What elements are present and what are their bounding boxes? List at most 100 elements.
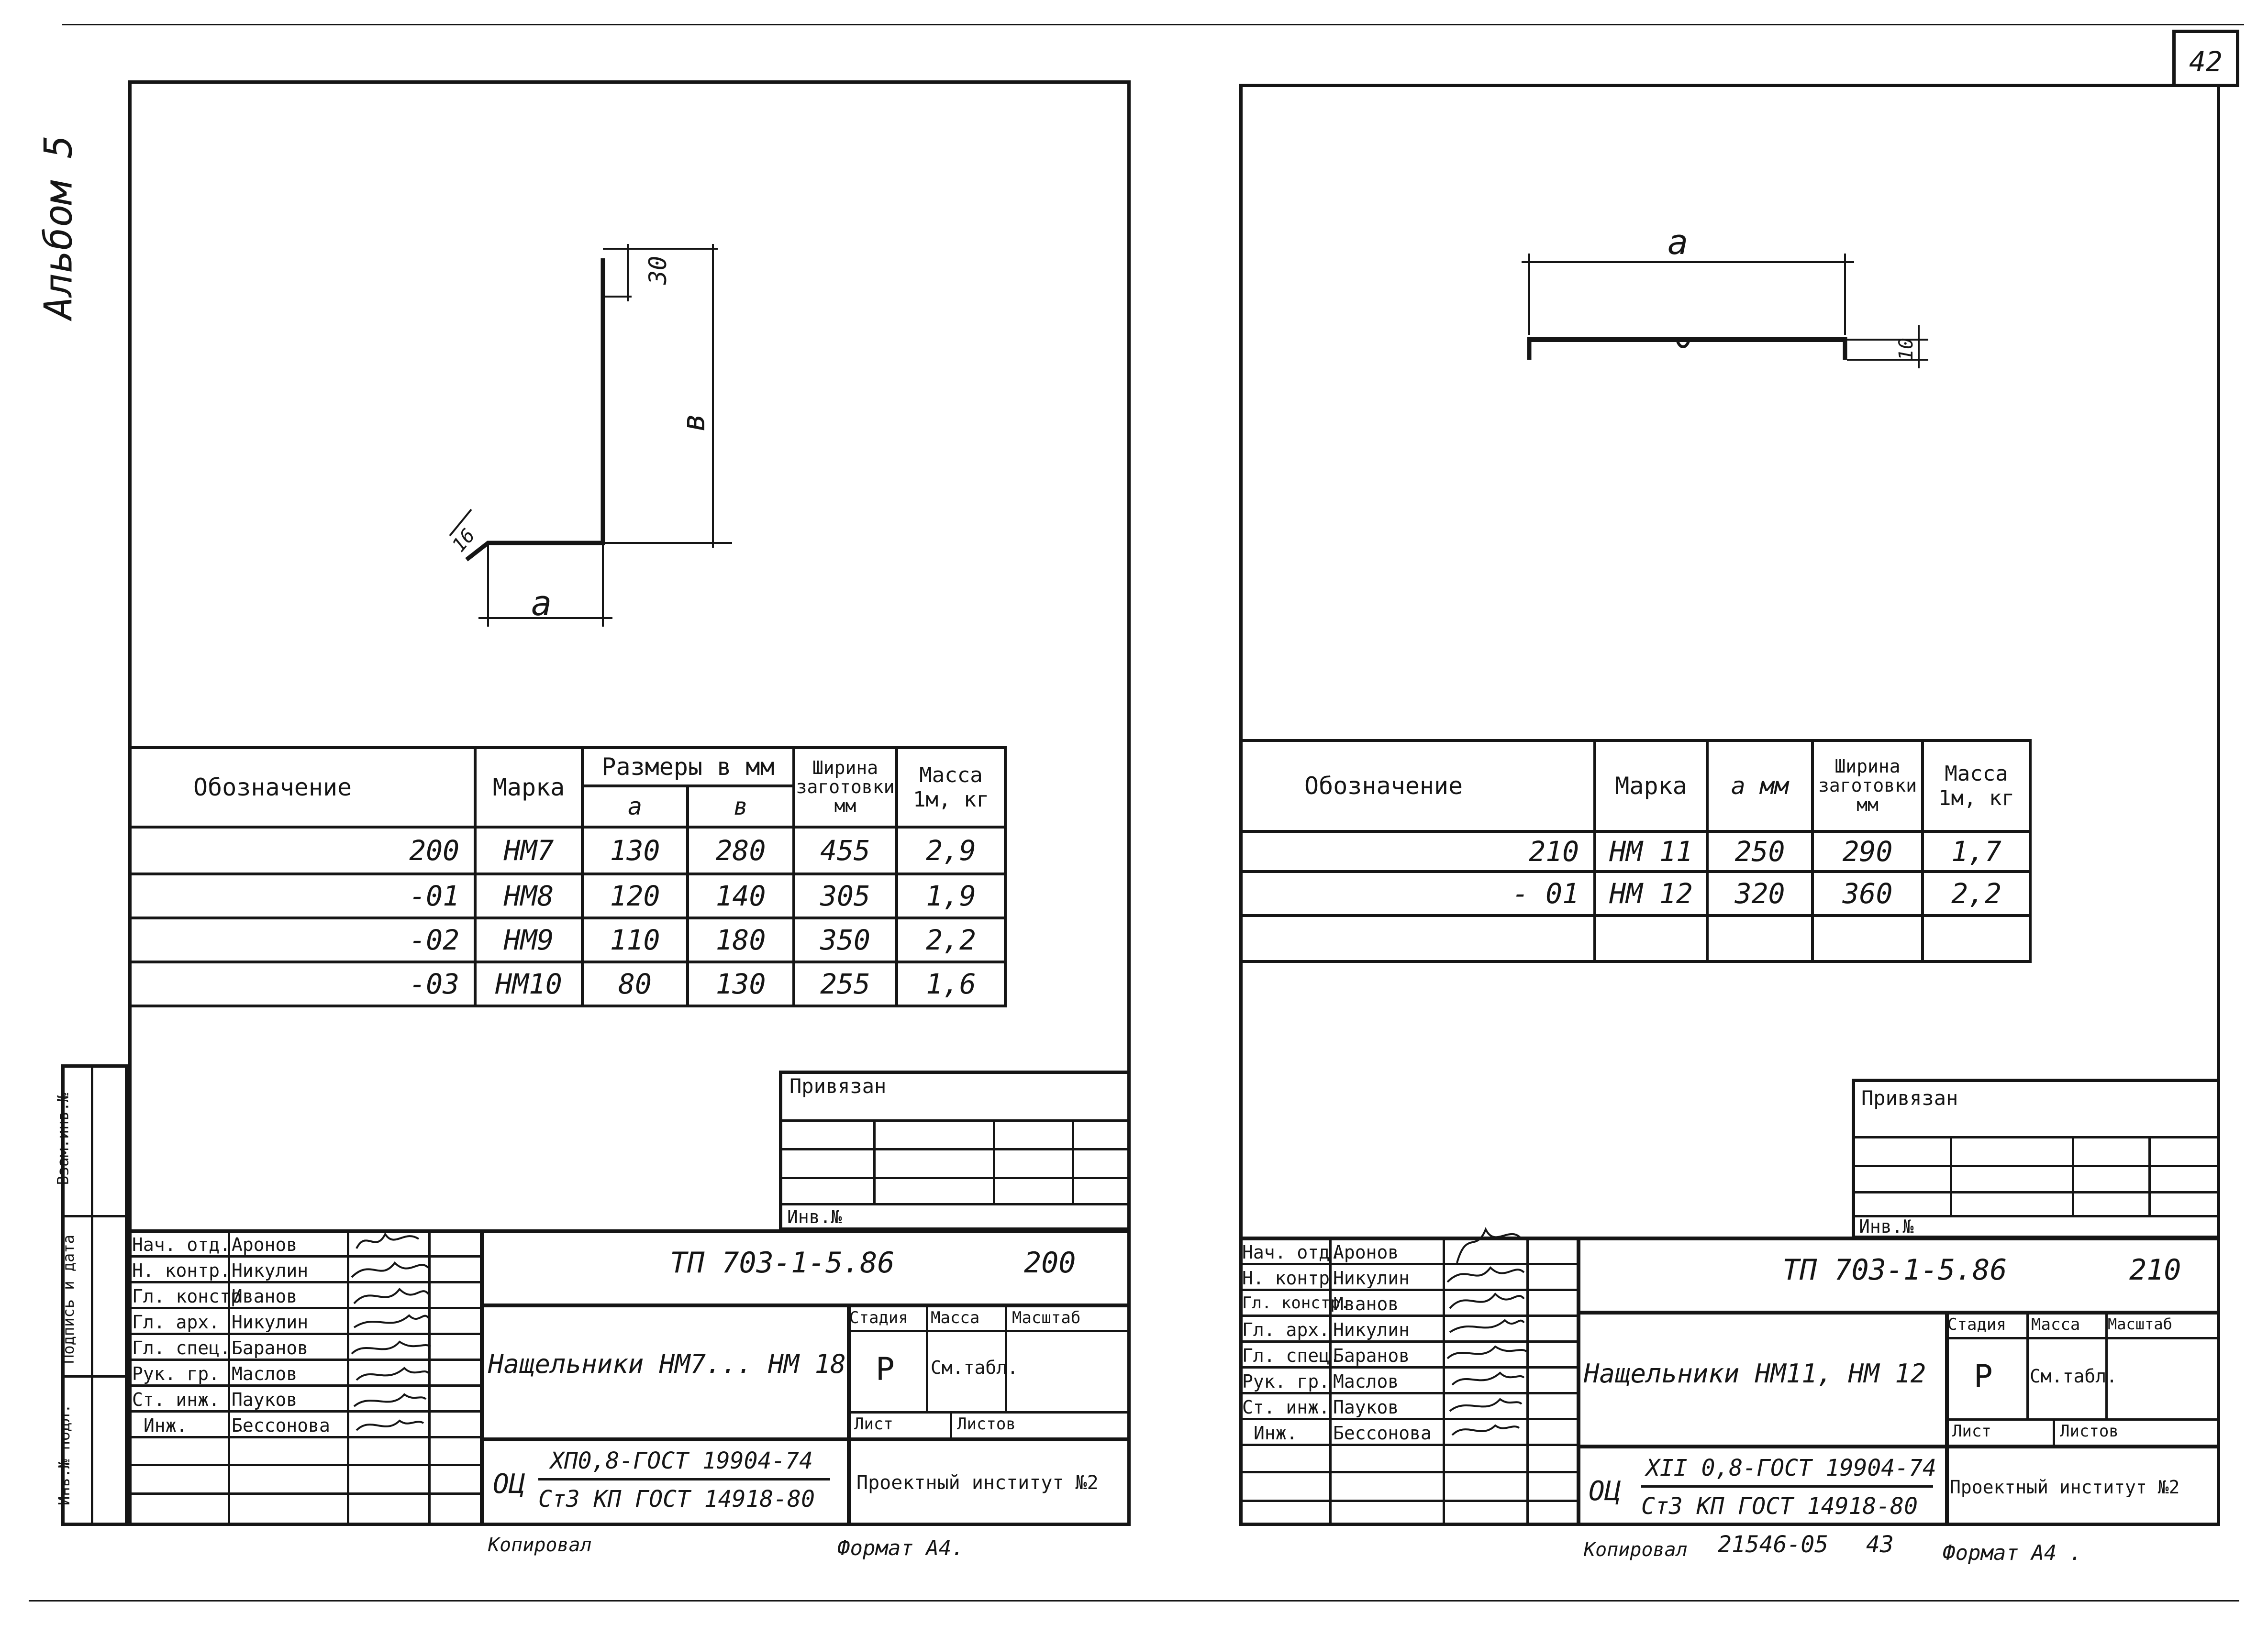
right-role-5: Рук. гр. (1242, 1371, 1330, 1392)
left-footer-format: Формат А4. (837, 1536, 964, 1560)
right-dim-10: 10 (1895, 337, 1918, 361)
right-col-mark: Марка (1593, 739, 1709, 833)
left-role-4: Гл. спец. (132, 1337, 231, 1359)
side-strip-h1 (61, 1215, 128, 1217)
right-stamp-mass-right (2105, 1311, 2108, 1418)
left-col-dims: Размеры в мм (580, 746, 796, 787)
bottom-trim-line (29, 1600, 2239, 1602)
left-role-3: Гл. арх. (132, 1312, 220, 1333)
left-stage-label: Стадия (849, 1308, 908, 1327)
left-name-3: Никулин (232, 1312, 309, 1333)
right-row-0-mass: 1,7 (1921, 830, 2032, 873)
right-stamp-v-sign (1526, 1237, 1529, 1526)
right-role-3: Гл. арх. (1242, 1319, 1330, 1340)
right-linked-v3 (2148, 1136, 2151, 1215)
left-stamp-sheets-line (847, 1411, 1131, 1414)
right-stamp-row-line (1239, 1418, 1577, 1420)
left-linked-v3 (1072, 1119, 1074, 1203)
left-row-3-mass: 1,6 (895, 961, 1007, 1007)
left-row-0-mark: НМ7 (474, 826, 584, 875)
right-sheets-label: Листов (2060, 1422, 2119, 1441)
left-row-1-b: 140 (686, 873, 796, 919)
right-row-0-a: 250 (1706, 830, 1814, 873)
left-stamp-stage-right (926, 1304, 928, 1411)
right-role-1: Н. контр. (1242, 1268, 1341, 1289)
left-row-2-mark: НМ9 (474, 917, 584, 963)
right-linked-h4 (1852, 1215, 2220, 1217)
left-linked-box (779, 1071, 1131, 1231)
left-stamp-row-line (128, 1333, 480, 1335)
right-col-a: а мм (1706, 739, 1814, 833)
left-stamp-labels-line (847, 1330, 1131, 1332)
right-linked-title: Привязан (1861, 1086, 1958, 1110)
left-stamp-material-top (480, 1437, 1131, 1441)
album-label: Альбом 5 (36, 135, 81, 320)
left-stamp-row-line (128, 1307, 480, 1309)
right-row-2-a (1706, 914, 1814, 963)
table-row: 210 НМ 11 250 290 1,7 (1239, 830, 2032, 873)
right-mass-value: См.табл. (2030, 1366, 2118, 1387)
left-stamp-org-left (847, 1437, 851, 1526)
right-stamp-sheets-divider (2053, 1418, 2055, 1445)
right-row-0-designation: 210 (1239, 830, 1596, 873)
right-stamp-row-line (1239, 1315, 1577, 1317)
left-dim-16-line (449, 508, 472, 537)
right-material-bottom: Ст3 КП ГОСТ 14918-80 (1641, 1493, 1918, 1520)
right-role-6: Ст. инж. (1242, 1397, 1330, 1418)
left-stamp-row-line (128, 1464, 480, 1466)
left-stamp-v-name (347, 1229, 349, 1526)
right-linked-inv: Инв.№ (1859, 1216, 1914, 1237)
left-header-row-2: а в (130, 784, 1005, 829)
right-role-4: Гл. спец. (1242, 1345, 1341, 1366)
left-stamp-row-line (128, 1436, 480, 1438)
right-stamp-top (1239, 1237, 2220, 1240)
right-material-top: ХII 0,8-ГОСТ 19904-74 (1646, 1455, 1936, 1481)
right-col-blank-width: Ширина заготовки мм (1811, 739, 1924, 833)
right-stamp-row-line (1239, 1471, 1577, 1473)
side-strip-h2 (61, 1375, 128, 1378)
left-col-a: а (581, 784, 689, 829)
left-header-row-1: Обозначение Марка Размеры в мм Ширина за… (128, 746, 1007, 829)
right-stamp-labels-line (1945, 1337, 2220, 1339)
right-row-1-width: 360 (1811, 870, 1924, 917)
left-row-1-mass: 1,9 (895, 873, 1007, 919)
right-role-2: Гл. констр. (1242, 1293, 1350, 1313)
left-row-2-mass: 2,2 (895, 917, 1007, 963)
left-row-1-designation: -01 (128, 873, 477, 919)
left-spec-table: Обозначение Марка Размеры в мм Ширина за… (128, 746, 1007, 1007)
right-stamp-row-line (1239, 1392, 1577, 1394)
right-doc-code: ТП 703-1-5.86 (1782, 1253, 2007, 1287)
right-material-fraction (1641, 1485, 1933, 1488)
left-stamp-mass-right (1005, 1304, 1007, 1411)
right-row-1-a: 320 (1706, 870, 1814, 917)
left-dim-b: в (675, 413, 712, 432)
left-mass-value: См.табл. (931, 1357, 1019, 1378)
left-dim-30: 30 (644, 255, 672, 285)
right-role-0: Нач. отд. (1242, 1242, 1341, 1263)
left-name-2: Иванов (232, 1286, 298, 1307)
right-sheet-code: 210 (2129, 1253, 2181, 1287)
left-stamp-v-main (480, 1229, 484, 1526)
left-row-3-a: 80 (581, 961, 689, 1007)
left-stamp-title-top (480, 1304, 1131, 1307)
left-stamp-row-line (128, 1410, 480, 1413)
left-row-2-designation: -02 (128, 917, 477, 963)
left-name-6: Пауков (232, 1389, 298, 1410)
left-linked-h1 (779, 1119, 1131, 1122)
right-name-2: Иванов (1333, 1293, 1399, 1315)
table-row: - 01 НМ 12 320 360 2,2 (1239, 870, 2032, 917)
right-row-1-designation: - 01 (1239, 870, 1596, 917)
right-stamp-row-line (1239, 1444, 1577, 1446)
right-doc-title: Нащельники НМ11, НМ 12 (1584, 1359, 1926, 1389)
right-profile-drawing (1522, 254, 1928, 368)
left-material-fraction (538, 1478, 830, 1480)
right-footer-format: Формат А4 . (1943, 1541, 2082, 1565)
left-row-3-designation: -03 (128, 961, 477, 1007)
right-header-row: Обозначение Марка а мм Ширина заготовки … (1239, 739, 2032, 833)
left-name-1: Никулин (232, 1260, 309, 1281)
right-footer-number2: 43 (1866, 1531, 1894, 1558)
right-stamp-row-line (1239, 1500, 1577, 1502)
left-doc-title: Нащельники НМ7... НМ 18 (488, 1349, 846, 1379)
left-linked-h2 (779, 1148, 1131, 1150)
side-strip-divider (91, 1064, 93, 1526)
